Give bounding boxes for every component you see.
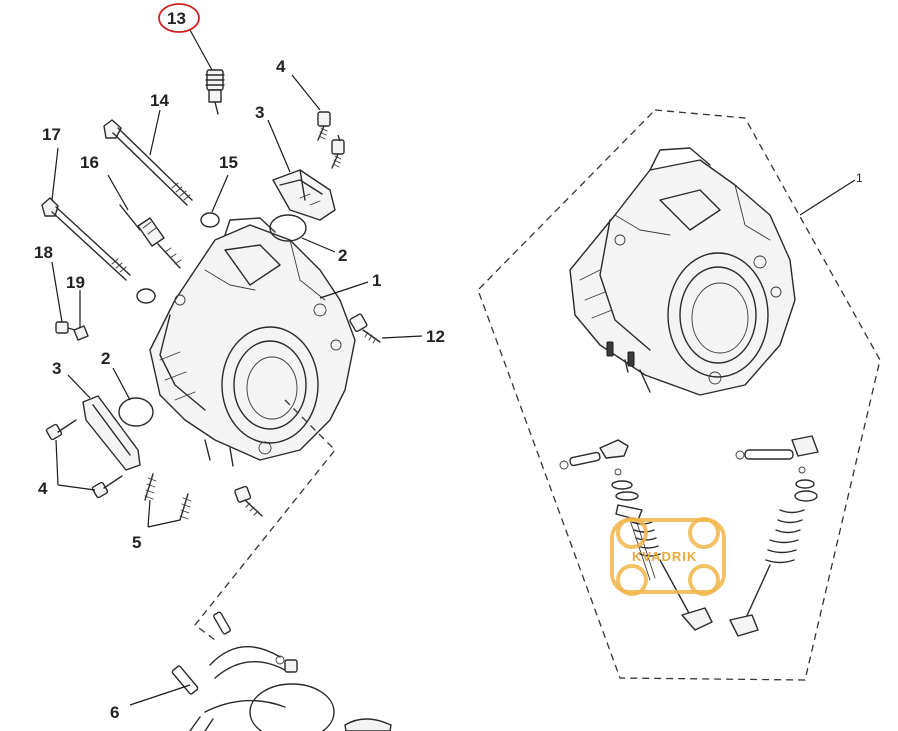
leader-6 — [129, 684, 191, 706]
part-19-pin-drawing — [73, 325, 89, 341]
kvadrik-watermark: KVADRIK — [610, 517, 726, 596]
callout-5: 5 — [132, 533, 141, 552]
leader-2-top — [301, 237, 336, 253]
leader-4-left-a — [55, 439, 59, 486]
callout-2-left: 2 — [101, 349, 110, 368]
part-washer-small-drawing — [136, 288, 156, 304]
part-2-oring-left-drawing — [118, 397, 154, 427]
part-2-oring-top-drawing — [269, 214, 307, 242]
leader-12 — [381, 335, 423, 339]
part-12-bolt-drawing — [349, 313, 381, 344]
part-3-cap-top-drawing — [272, 169, 336, 221]
part-17-bolt-drawing — [41, 197, 131, 281]
callout-15: 15 — [219, 153, 238, 172]
callout-1-left: 1 — [372, 271, 381, 290]
callout-12: 12 — [426, 327, 445, 346]
part-4-bolts-top-drawing — [317, 111, 345, 169]
connection-dashed-line — [194, 399, 336, 641]
leader-15 — [211, 174, 229, 213]
part-3-cover-left-drawing — [82, 395, 141, 471]
callout-16: 16 — [80, 153, 99, 172]
callout-19: 19 — [66, 273, 85, 292]
leader-16 — [107, 174, 129, 211]
callout-4-top: 4 — [276, 57, 286, 76]
assembly-dashed-boundary — [477, 109, 881, 681]
part-15-washer-drawing — [200, 212, 220, 228]
leader-18 — [51, 261, 63, 323]
callout-13: 13 — [167, 9, 186, 28]
leader-17 — [51, 147, 59, 201]
leader-5-b — [147, 519, 181, 528]
callout-18: 18 — [34, 243, 53, 262]
highlight-circle-13 — [158, 3, 200, 33]
callout-3-left: 3 — [52, 359, 61, 378]
cylinder-head-assembly-drawing — [569, 147, 796, 396]
part-6-cam-parts-drawing — [171, 611, 392, 731]
leader-3-left — [67, 374, 91, 399]
callout-1-right: 1 — [856, 171, 863, 185]
callout-3-top: 3 — [255, 103, 264, 122]
watermark-text: KVADRIK — [632, 549, 697, 564]
leader-13 — [189, 29, 213, 71]
leader-4-top-b — [337, 134, 341, 142]
callout-4-left: 4 — [38, 479, 48, 498]
part-bolt-bottom-drawing — [234, 485, 263, 517]
leader-3-top — [267, 119, 291, 173]
part-16-spark-plug-drawing — [119, 204, 182, 269]
callout-6: 6 — [110, 703, 119, 722]
part-4-bolts-left-drawing — [45, 419, 123, 499]
leader-5-a — [147, 499, 151, 528]
leader-1-left — [319, 281, 369, 299]
part-5-studs-drawing — [144, 473, 192, 521]
leader-4-left-b — [57, 484, 96, 491]
cylinder-head-drawing — [149, 217, 356, 467]
part-13-sensor-drawing — [205, 69, 225, 115]
leader-14 — [149, 109, 161, 156]
callout-2-top: 2 — [338, 246, 347, 265]
leader-1-right — [799, 179, 856, 216]
callout-17: 17 — [42, 125, 61, 144]
leader-4-top — [291, 74, 321, 111]
callout-14: 14 — [150, 91, 169, 110]
part-14-bolt-drawing — [103, 119, 193, 206]
leader-2-left — [112, 367, 131, 401]
